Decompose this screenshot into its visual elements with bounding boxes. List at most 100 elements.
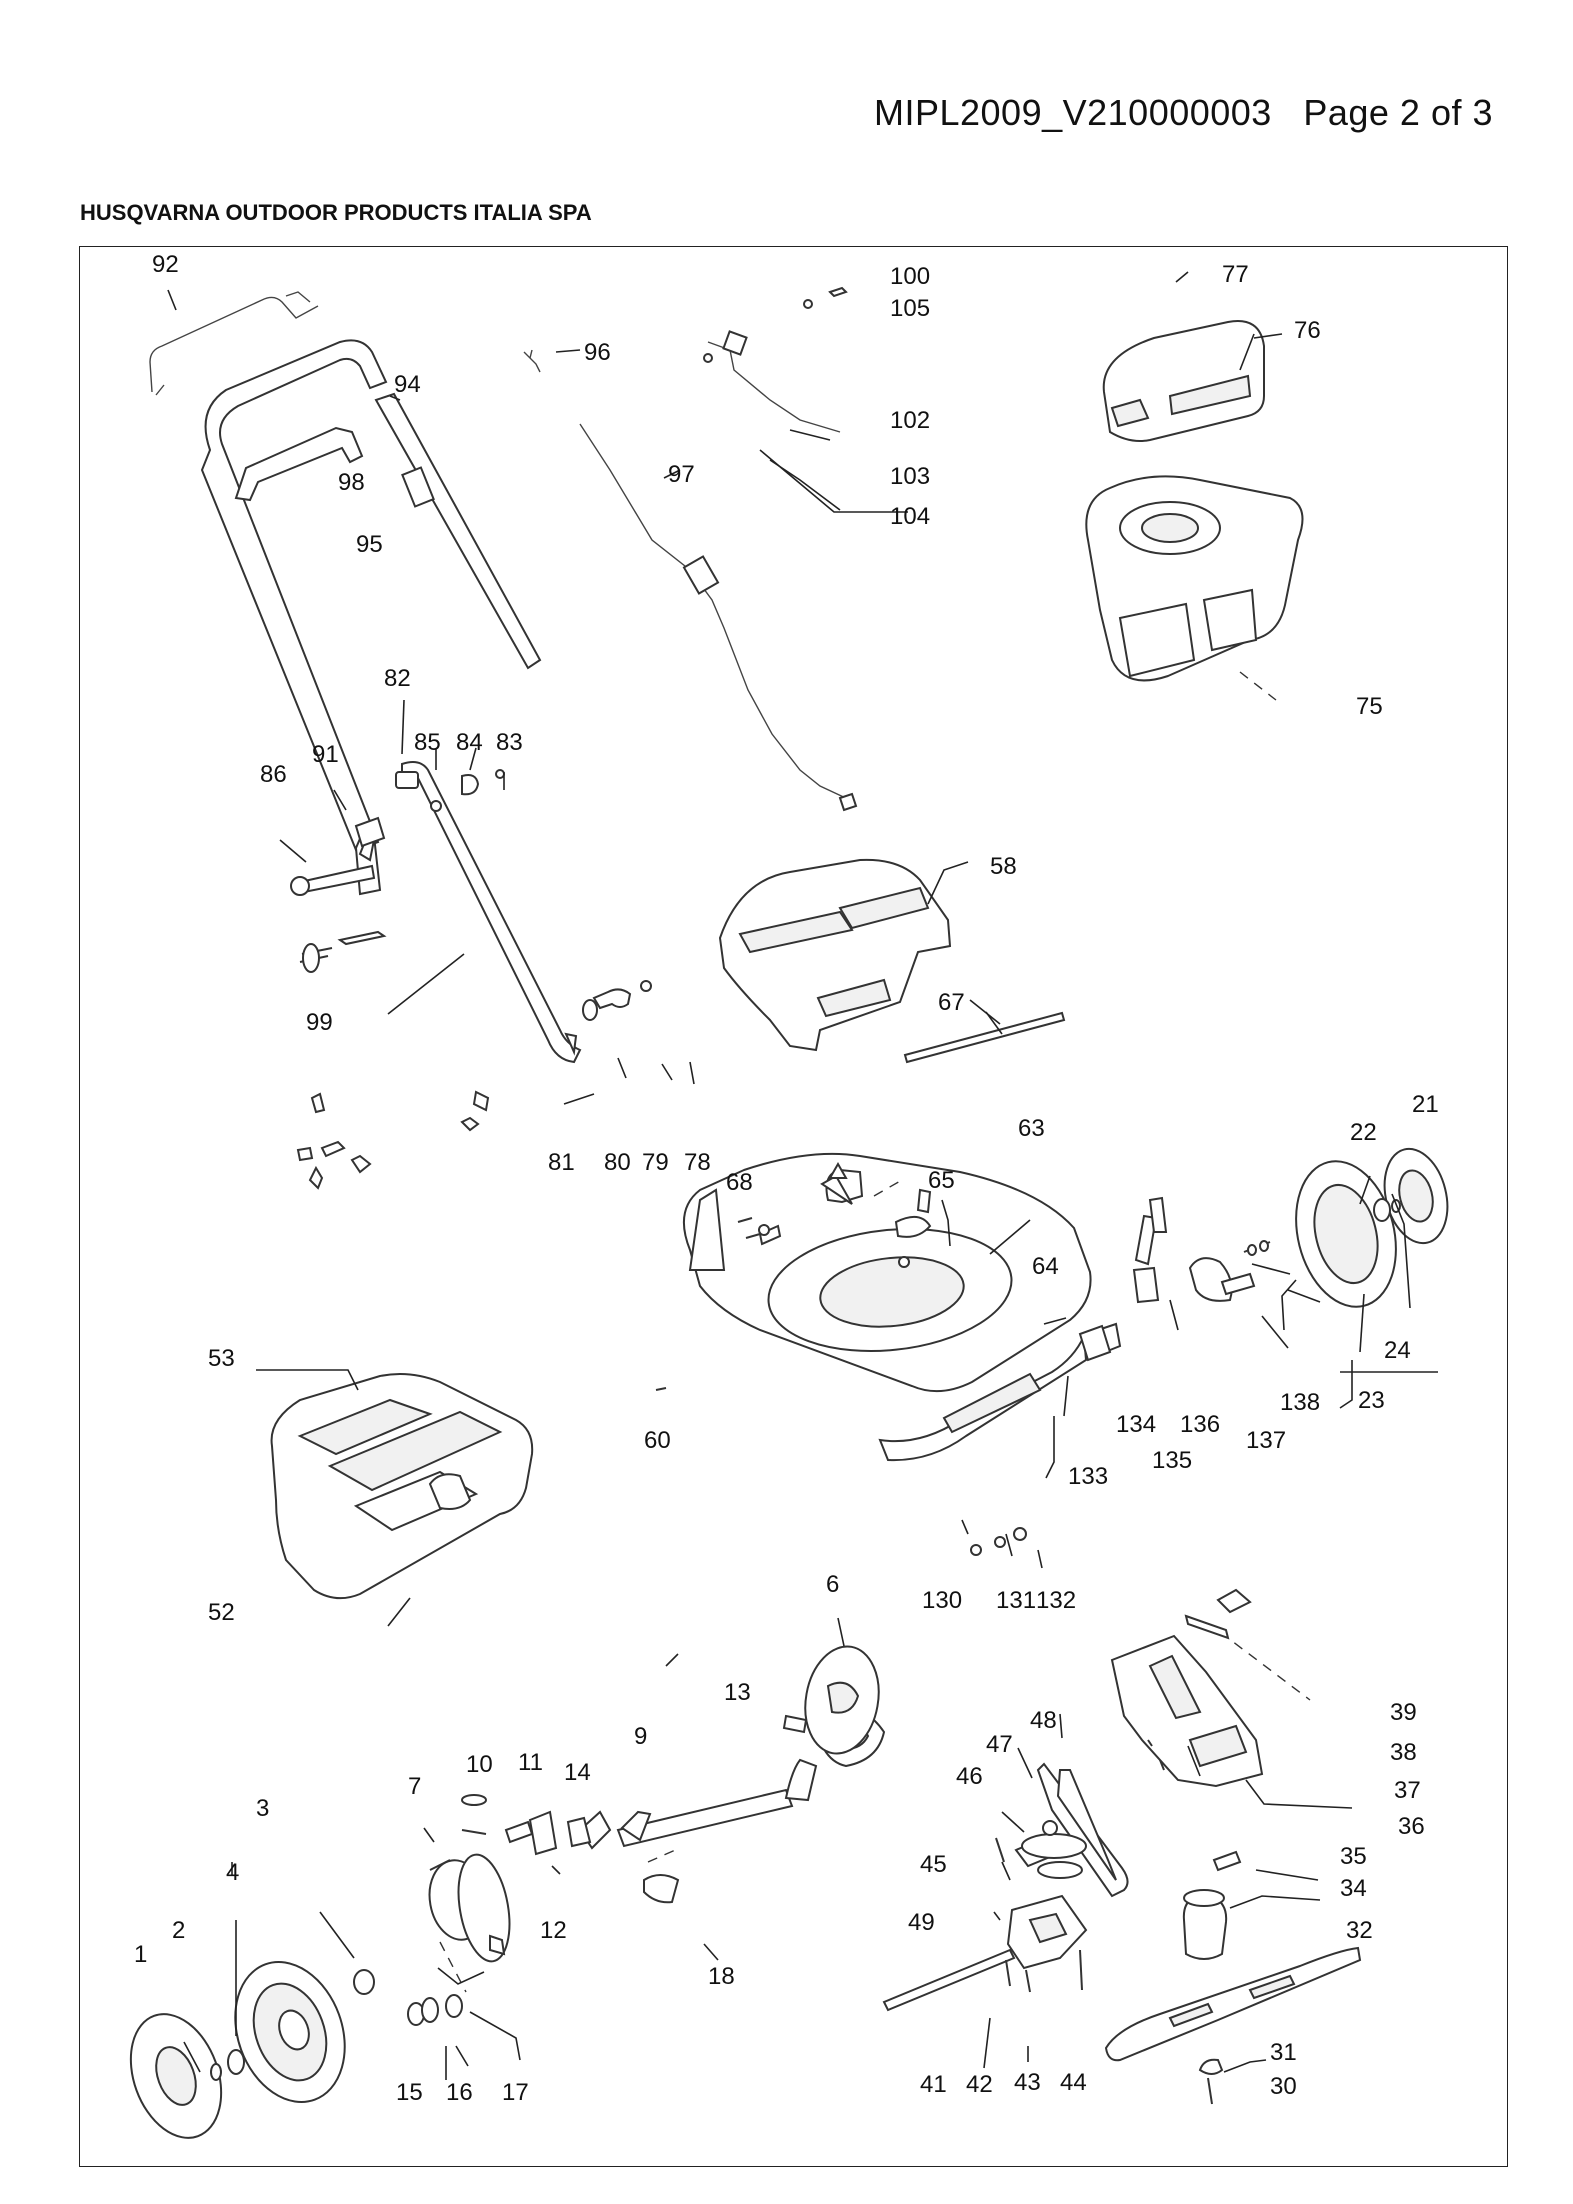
part-label: 41	[920, 2071, 947, 2098]
part-label: 133	[1068, 1463, 1108, 1490]
part-label: 92	[152, 251, 179, 278]
part-label: 32	[1346, 1917, 1373, 1944]
part-label: 132	[1036, 1587, 1076, 1614]
part-label: 34	[1340, 1875, 1367, 1902]
part-label: 130	[922, 1587, 962, 1614]
part-label: 78	[684, 1149, 711, 1176]
part-label: 9	[634, 1723, 647, 1750]
part-label: 84	[456, 729, 483, 756]
mower-deck-drawing	[655, 1152, 1122, 1462]
gearbox-drawing	[882, 1588, 1311, 2012]
part-label: 7	[408, 1773, 421, 1800]
part-label: 12	[540, 1917, 567, 1944]
part-label: 44	[1060, 2069, 1087, 2096]
handle-assembly-drawing	[149, 291, 652, 1190]
part-label: 17	[502, 2079, 529, 2106]
part-label: 95	[356, 531, 383, 558]
page-indicator: Page 2 of 3	[1303, 92, 1493, 133]
part-label: 45	[920, 1851, 947, 1878]
part-label: 100	[890, 263, 930, 290]
part-label: 13	[724, 1679, 751, 1706]
part-label: 77	[1222, 261, 1249, 288]
part-label: 11	[518, 1749, 543, 1776]
part-label: 79	[642, 1149, 669, 1176]
part-label: 94	[394, 371, 421, 398]
part-label: 65	[928, 1167, 955, 1194]
part-label: 47	[986, 1731, 1013, 1758]
part-label: 24	[1384, 1337, 1411, 1364]
part-label: 35	[1340, 1843, 1367, 1870]
part-label: 105	[890, 295, 930, 322]
part-label: 60	[644, 1427, 671, 1454]
rear-wheel-drawing	[1078, 1147, 1449, 1362]
part-label: 104	[890, 503, 930, 530]
part-label: 18	[708, 1963, 735, 1990]
part-label: 75	[1356, 693, 1383, 720]
grass-catcher-drawing	[270, 1373, 534, 1600]
part-label: 136	[1180, 1411, 1220, 1438]
part-label: 81	[548, 1149, 575, 1176]
part-label: 46	[956, 1763, 983, 1790]
part-label: 43	[1014, 2069, 1041, 2096]
part-label: 68	[726, 1169, 753, 1196]
engine-drawing	[1085, 320, 1304, 701]
blade-drawing	[1104, 1850, 1362, 2105]
part-label: 76	[1294, 317, 1321, 344]
part-label: 138	[1280, 1389, 1320, 1416]
part-label: 6	[826, 1571, 839, 1598]
leader-lines	[167, 271, 1438, 2080]
part-label: 86	[260, 761, 287, 788]
company-name: HUSQVARNA OUTDOOR PRODUCTS ITALIA SPA	[80, 200, 592, 225]
part-label: 85	[414, 729, 441, 756]
part-label: 103	[890, 463, 930, 490]
part-label: 38	[1390, 1739, 1417, 1766]
part-label: 82	[384, 665, 411, 692]
part-label: 64	[1032, 1253, 1059, 1280]
control-cables-drawing	[523, 286, 858, 812]
part-label: 99	[306, 1009, 333, 1036]
part-label: 21	[1412, 1091, 1439, 1118]
part-label: 1	[134, 1941, 147, 1968]
drive-axle-drawing	[782, 1645, 880, 1755]
document-reference: MIPL2009_V210000003	[873, 92, 1272, 133]
part-label: 58	[990, 853, 1017, 880]
part-labels: 92 100 105 77 76 96 94 102 98 97 103 104…	[134, 251, 1439, 2106]
diagram-frame	[79, 246, 1508, 2167]
part-label: 48	[1030, 1707, 1057, 1734]
part-label: 97	[668, 461, 695, 488]
part-label: 91	[312, 741, 339, 768]
bolts-drawing	[970, 1527, 1027, 1556]
part-label: 4	[226, 1859, 239, 1886]
part-label: 14	[564, 1759, 591, 1786]
part-label: 3	[256, 1795, 269, 1822]
part-label: 16	[446, 2079, 473, 2106]
part-label: 67	[938, 989, 965, 1016]
part-label: 22	[1350, 1119, 1377, 1146]
part-label: 63	[1018, 1115, 1045, 1142]
front-wheel-drawing	[129, 1961, 375, 2139]
part-label: 135	[1152, 1447, 1192, 1474]
deflector-drawing	[718, 858, 1066, 1064]
part-label: 83	[496, 729, 523, 756]
part-label: 42	[966, 2071, 993, 2098]
part-label: 23	[1358, 1387, 1385, 1414]
part-label: 36	[1398, 1813, 1425, 1840]
part-label: 137	[1246, 1427, 1286, 1454]
document-header: MIPL2009_V210000003 Page 2 of 3	[0, 92, 1493, 134]
part-label: 10	[466, 1751, 493, 1778]
part-label: 80	[604, 1149, 631, 1176]
part-label: 131	[996, 1587, 1036, 1614]
part-label: 2	[172, 1917, 185, 1944]
part-label: 39	[1390, 1699, 1417, 1726]
part-label: 134	[1116, 1411, 1156, 1438]
part-label: 31	[1270, 2039, 1297, 2066]
part-label: 15	[396, 2079, 423, 2106]
part-label: 49	[908, 1909, 935, 1936]
part-label: 96	[584, 339, 611, 366]
part-label: 37	[1394, 1777, 1421, 1804]
part-label: 53	[208, 1345, 235, 1372]
part-label: 52	[208, 1599, 235, 1626]
part-label: 30	[1270, 2073, 1297, 2100]
part-label: 102	[890, 407, 930, 434]
